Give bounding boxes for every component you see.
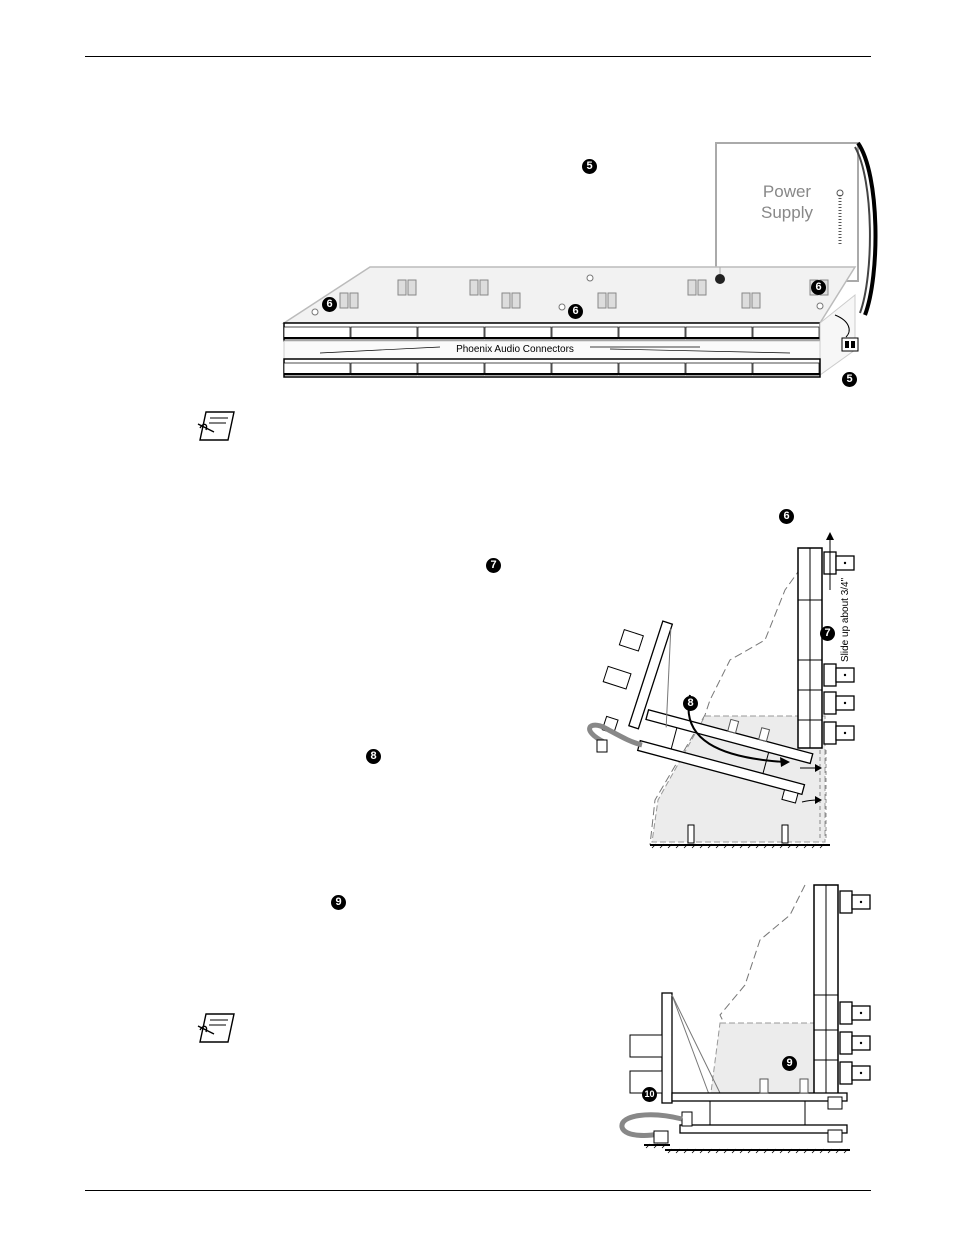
note-icon xyxy=(197,411,235,441)
callout-6-left: 6 xyxy=(322,297,337,312)
phoenix-connectors-label: Phoenix Audio Connectors xyxy=(456,344,574,355)
callout-5-top: 5 xyxy=(582,159,597,174)
module-installed-illustration xyxy=(619,884,871,1154)
callout-6-fig2: 6 xyxy=(779,509,794,524)
slide-up-label: Slide up about 3/4" xyxy=(840,577,851,662)
power-supply-box xyxy=(715,142,859,282)
callout-9-text: 9 xyxy=(331,895,346,910)
callout-9-figure: 9 xyxy=(782,1056,797,1071)
callout-5-bottom: 5 xyxy=(842,372,857,387)
callout-6-center: 6 xyxy=(568,304,583,319)
callout-10-figure: 10 xyxy=(642,1087,657,1102)
callout-6-right: 6 xyxy=(811,280,826,295)
header-rule xyxy=(85,56,871,57)
power-switch xyxy=(841,337,859,352)
power-supply-label-2: Supply xyxy=(761,203,813,222)
upper-terminals xyxy=(283,326,820,340)
callout-7-figure: 7 xyxy=(820,626,835,641)
callout-8-text: 8 xyxy=(366,749,381,764)
callout-7-text: 7 xyxy=(486,558,501,573)
footer-rule xyxy=(85,1190,871,1191)
chassis-illustration: Power Supply Phoenix Audio Connectors xyxy=(281,141,878,378)
callout-8-figure: 8 xyxy=(683,696,698,711)
power-supply-label-1: Power xyxy=(763,182,812,201)
module-removal-illustration: Slide up about 3/4" xyxy=(587,532,855,849)
note-icon xyxy=(197,1013,235,1043)
